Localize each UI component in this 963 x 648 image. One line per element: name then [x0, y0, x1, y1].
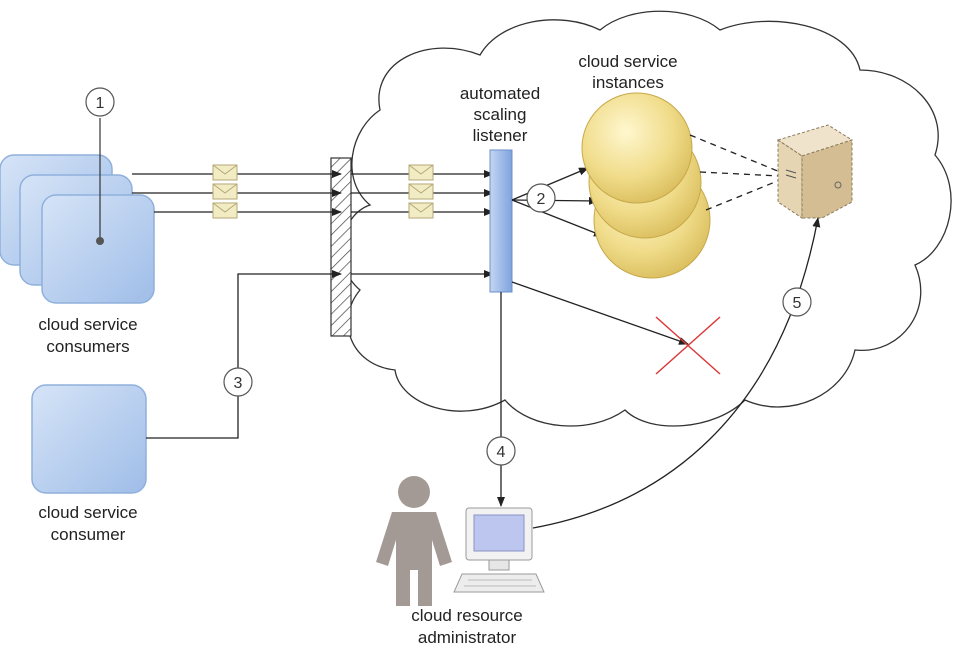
server-icon [776, 124, 854, 219]
step-5-marker [782, 287, 812, 317]
step-5-label: 5 [793, 295, 802, 312]
step-2-label: 2 [537, 191, 546, 208]
consumers-label-line1: cloud service [38, 315, 137, 334]
step-4-marker [486, 436, 516, 466]
envelope-icon [212, 164, 434, 219]
cloud-service-consumers [0, 154, 155, 304]
listener-label-line1: automated [460, 84, 540, 103]
automated-scaling-listener [489, 149, 513, 293]
instances-label-line2: instances [592, 73, 664, 92]
cloud-service-instances [581, 92, 711, 279]
step-4-label: 4 [497, 444, 506, 461]
workstation-icon [453, 507, 545, 593]
instance-host-links [689, 134, 781, 211]
step-markers [85, 87, 812, 466]
listener-label-line3: listener [473, 126, 528, 145]
cloud-service-consumer [31, 384, 147, 494]
firewall-icon [330, 157, 352, 337]
reject-x-icon [655, 316, 721, 375]
step-1-marker [85, 87, 115, 117]
step-3-marker [223, 367, 253, 397]
instances-label-line1: cloud service [578, 52, 677, 71]
step-1-label: 1 [96, 95, 105, 112]
step-2-marker [526, 183, 556, 213]
person-icon [376, 476, 452, 606]
administrator-label-line1: cloud resource [411, 606, 523, 625]
step-3-label: 3 [234, 375, 243, 392]
administrator-label-line2: administrator [418, 628, 517, 647]
consumer-label-line2: consumer [51, 525, 126, 544]
consumers-label-line2: consumers [46, 337, 129, 356]
consumer-label-line1: cloud service [38, 503, 137, 522]
listener-label-line2: scaling [474, 105, 527, 124]
